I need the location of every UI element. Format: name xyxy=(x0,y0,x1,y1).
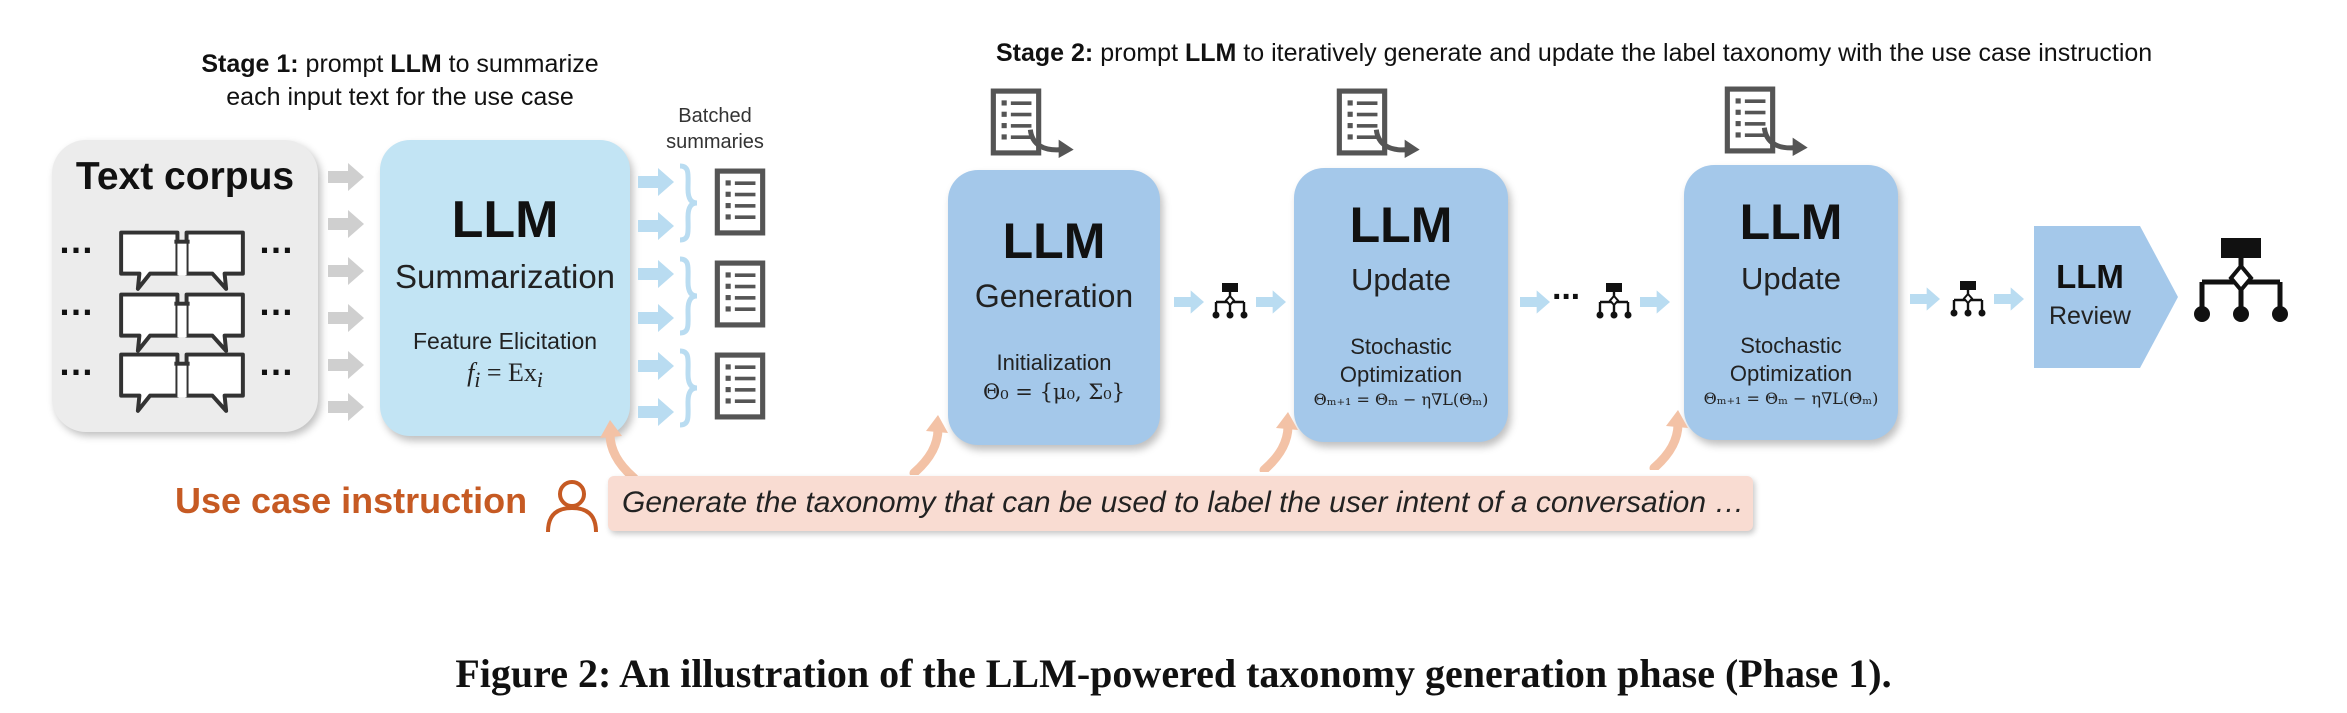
stage1-llm: LLM xyxy=(390,50,442,78)
llm-label: LLM xyxy=(451,191,559,249)
figure-caption: Figure 2: An illustration of the LLM-pow… xyxy=(455,651,1892,696)
llm-summarization-box: LLM Summarization Feature Elicitation fi… xyxy=(380,140,630,436)
pointer-arrow-icon xyxy=(600,420,640,480)
instruction-box: Generate the taxonomy that can be used t… xyxy=(608,476,1753,531)
curved-arrow-icon xyxy=(1027,126,1077,160)
document-icon xyxy=(714,260,766,328)
initialization-formula: Θ₀ = {μ₀, Σ₀} xyxy=(983,380,1125,404)
taxonomy-tree-icon xyxy=(1946,280,1988,320)
corpus-dots-right-2: … xyxy=(258,282,294,323)
pointer-arrow-icon xyxy=(908,415,948,475)
chat-bubbles-icon xyxy=(116,350,248,420)
generation-label: Generation xyxy=(974,278,1134,314)
stage2-title: Stage 2: prompt LLM to iteratively gener… xyxy=(996,37,2152,70)
batched-line1: Batched xyxy=(678,105,752,127)
blue-arrow-icon xyxy=(638,168,674,196)
taxonomy-tree-icon xyxy=(1208,282,1250,322)
pointer-arrow-icon xyxy=(1258,412,1298,472)
optimization-label: Optimization xyxy=(1729,361,1853,386)
update-formula: Θₘ₊₁ = Θₘ − η∇L(Θₘ) xyxy=(1703,389,1879,408)
stage1-title: Stage 1: prompt LLM to summarize each in… xyxy=(150,48,650,114)
formula-i: i xyxy=(474,368,481,393)
ellipsis-dots: ··· xyxy=(1552,278,1582,316)
optimization-label: Optimization xyxy=(1339,362,1463,387)
corpus-dots-right-1: … xyxy=(258,220,294,261)
feature-elicitation-label: Feature Elicitation xyxy=(412,328,598,354)
person-icon xyxy=(546,480,598,533)
stochastic-label: Stochastic xyxy=(1740,333,1842,358)
stage1-text-b: to summarize xyxy=(441,50,599,78)
formula-xi: i xyxy=(536,368,543,393)
use-case-label: Use case instruction xyxy=(175,480,528,521)
instruction-text: Generate the taxonomy that can be used t… xyxy=(622,486,1745,519)
gray-arrow-icon xyxy=(328,210,364,238)
llm-label: LLM xyxy=(1002,213,1106,269)
stage2-text-b: to iteratively generate and update the l… xyxy=(1236,39,2153,67)
review-llm-label: LLM xyxy=(2056,258,2124,295)
curved-arrow-icon xyxy=(1761,124,1811,158)
stage1-line2: each input text for the use case xyxy=(226,83,574,111)
initialization-label: Initialization xyxy=(996,350,1112,375)
llm-review-shape xyxy=(2034,226,2178,368)
corpus-dots-left-2: … xyxy=(58,282,94,323)
llm-update-box-1: LLM Update Stochastic Optimization Θₘ₊₁ … xyxy=(1294,168,1508,442)
blue-arrow-icon xyxy=(638,212,674,240)
curved-arrow-icon xyxy=(1373,126,1423,160)
document-icon xyxy=(714,352,766,420)
formula-f: f xyxy=(467,358,475,387)
update-label: Update xyxy=(1741,261,1841,296)
final-taxonomy-icon xyxy=(2194,238,2288,322)
llm-update-box-2: LLM Update Stochastic Optimization Θₘ₊₁ … xyxy=(1684,165,1898,440)
blue-arrow-icon xyxy=(638,352,674,380)
blue-arrow-icon xyxy=(638,304,674,332)
summarization-label: Summarization xyxy=(394,258,616,295)
blue-arrow-icon xyxy=(1174,288,1204,316)
blue-arrow-icon xyxy=(1520,288,1550,316)
review-label: Review xyxy=(2049,302,2131,330)
stage1-bold-label: Stage 1: xyxy=(201,50,299,78)
blue-arrow-icon xyxy=(638,260,674,288)
text-corpus-title: Text corpus xyxy=(75,155,295,198)
pointer-arrow-icon xyxy=(1648,410,1688,470)
llm-label: LLM xyxy=(1739,194,1843,250)
gray-arrow-icon xyxy=(328,163,364,191)
batched-summaries-label: Batched summaries xyxy=(655,103,775,155)
stage2-llm: LLM xyxy=(1184,39,1237,67)
llm-generation-box: LLM Generation Initialization Θ₀ = {μ₀, … xyxy=(948,170,1160,445)
chat-bubbles-icon xyxy=(116,228,248,298)
blue-arrow-icon xyxy=(1994,285,2024,313)
stage2-bold-label: Stage 2: xyxy=(996,39,1094,67)
blue-arrow-icon xyxy=(638,398,674,426)
blue-arrow-icon xyxy=(1256,288,1286,316)
brace-icon xyxy=(676,348,700,428)
gray-arrow-icon xyxy=(328,351,364,379)
llm-label: LLM xyxy=(1349,197,1453,253)
update-formula: Θₘ₊₁ = Θₘ − η∇L(Θₘ) xyxy=(1313,390,1489,409)
formula-rest: = Ex xyxy=(480,358,537,387)
corpus-dots-left-3: … xyxy=(58,342,94,383)
gray-arrow-icon xyxy=(328,304,364,332)
brace-icon xyxy=(676,163,700,243)
update-label: Update xyxy=(1351,262,1451,297)
document-icon xyxy=(714,168,766,236)
gray-arrow-icon xyxy=(328,393,364,421)
taxonomy-tree-icon xyxy=(1592,282,1634,322)
corpus-dots-left-1: … xyxy=(58,220,94,261)
corpus-dots-right-3: … xyxy=(258,342,294,383)
stage2-text-a: prompt xyxy=(1093,39,1185,67)
feature-formula: fi = Exi xyxy=(380,358,630,393)
brace-icon xyxy=(676,256,700,336)
batched-line2: summaries xyxy=(666,131,764,153)
stage1-text-a: prompt xyxy=(298,50,391,78)
blue-arrow-icon xyxy=(1640,288,1670,316)
blue-arrow-icon xyxy=(1910,285,1940,313)
stochastic-label: Stochastic xyxy=(1350,334,1452,359)
gray-arrow-icon xyxy=(328,257,364,285)
